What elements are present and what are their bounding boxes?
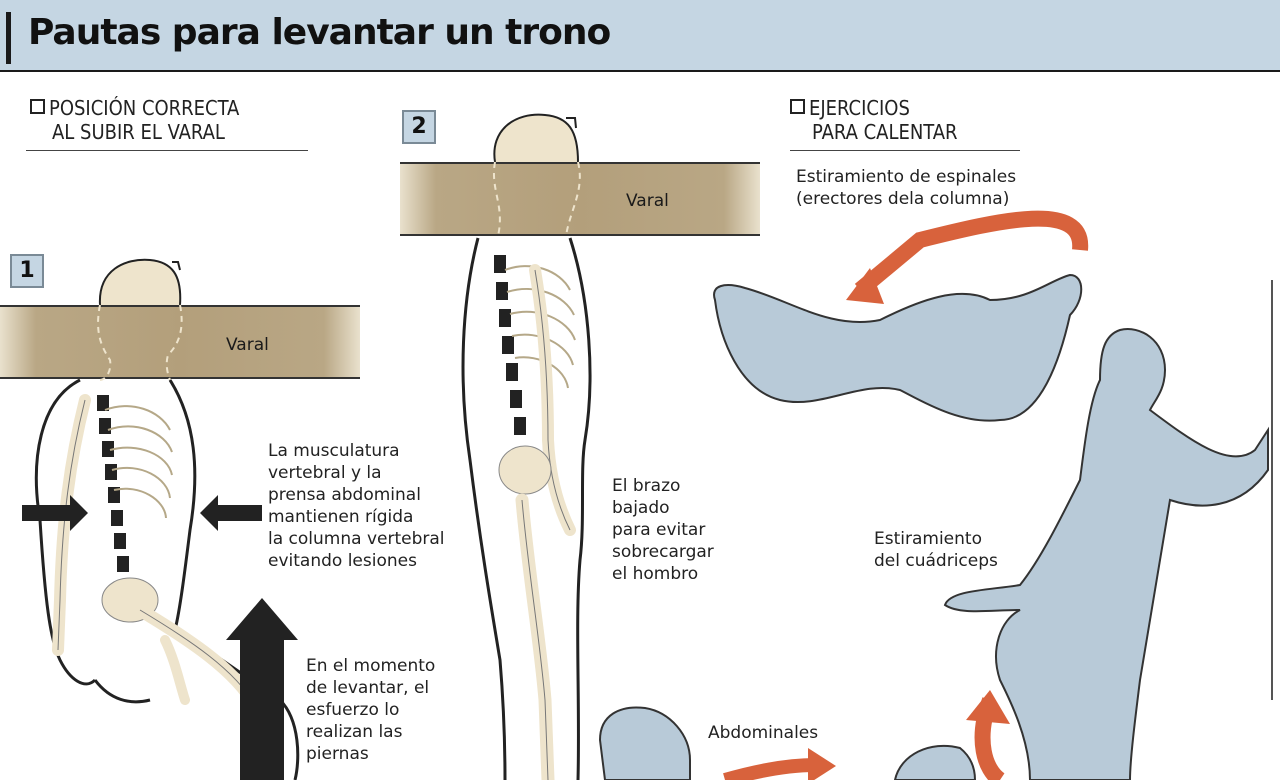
skeleton-figure-1 [34, 258, 300, 780]
arrow-icon-press-left [22, 495, 88, 531]
checkbox-icon [790, 99, 805, 114]
header-bar [0, 0, 1280, 72]
step-2-badge: 2 [402, 110, 436, 144]
section-posicion-underline [26, 150, 308, 151]
page-title: Pautas para levantar un trono [28, 12, 611, 53]
step-1-badge: 1 [10, 254, 44, 288]
arrow-icon-espinales [846, 268, 884, 304]
skeleton-figure-2 [461, 113, 592, 780]
arrow-icon-press-right [200, 495, 262, 531]
section-posicion: POSICIÓN CORRECTA AL SUBIR EL VARAL [30, 96, 239, 144]
checkbox-icon [30, 99, 45, 114]
arrow-icon-abdominales [808, 748, 836, 780]
body-silhouette-espinales [713, 210, 1089, 422]
label-cuadriceps: Estiramiento del cuádriceps [874, 529, 998, 571]
note-brazo: El brazo bajado para evitar sobrecargar … [612, 476, 714, 584]
arrow-icon-lift-up [226, 598, 298, 780]
note-levantar: En el momento de levantar, el esfuerzo l… [306, 656, 436, 764]
varal-label-1: Varal [226, 335, 269, 355]
arrow-icon-cuadriceps [966, 690, 1010, 724]
section-posicion-line1: POSICIÓN CORRECTA [49, 96, 240, 120]
section-posicion-line2: AL SUBIR EL VARAL [52, 120, 225, 144]
header-divider [0, 70, 1280, 72]
section-ejercicios-underline [790, 150, 1020, 151]
varal-beam-1 [0, 305, 360, 379]
section-ejercicios-line1: EJERCICIOS [809, 96, 910, 120]
body-silhouette-abdominales [598, 706, 977, 780]
section-ejercicios-line2: PARA CALENTAR [812, 120, 958, 144]
label-abdominales: Abdominales [708, 723, 819, 743]
varal-label-2: Varal [626, 191, 669, 211]
note-musculatura: La musculatura vertebral y la prensa abd… [268, 441, 445, 571]
section-ejercicios: EJERCICIOS PARA CALENTAR [790, 96, 958, 144]
body-silhouette-cuadriceps [943, 328, 1269, 780]
label-espinales: Estiramiento de espinales (erectores del… [796, 167, 1017, 209]
header-accent [6, 12, 11, 64]
